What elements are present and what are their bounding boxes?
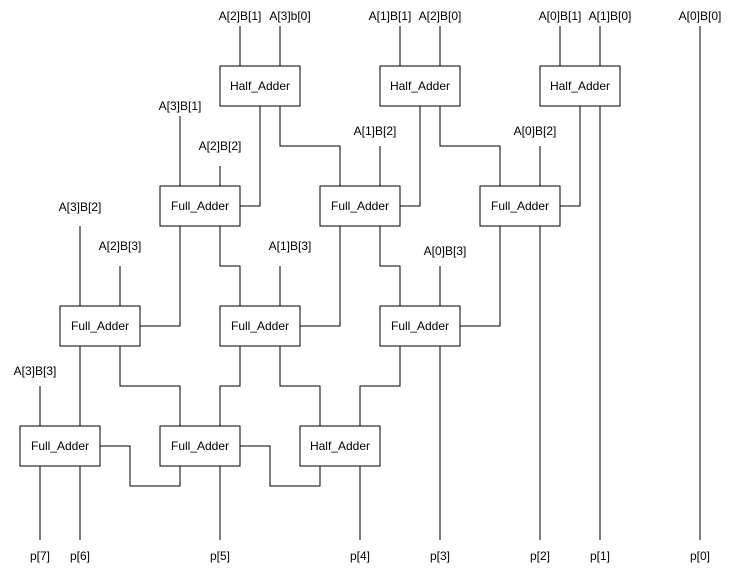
half-adder-4: Half_Adder xyxy=(299,425,381,467)
full-adder-8-label: Full_Adder xyxy=(171,439,229,453)
output-labels: p[7] p[6] p[5] p[4] p[3] p[2] p[1] p[0] xyxy=(30,549,710,563)
half-adder-2-label: Half_Adder xyxy=(390,79,450,93)
wire-ha3-sum xyxy=(560,106,581,207)
wire-ha2-carry xyxy=(439,106,501,186)
half-adder-1: Half_Adder xyxy=(219,65,301,107)
half-adder-1-label: Half_Adder xyxy=(230,79,290,93)
input-label-a2b0: A[2]B[0] xyxy=(419,9,462,23)
adder-cells: Half_Adder Half_Adder Half_Adder Full_Ad… xyxy=(19,65,621,467)
input-labels: A[2]B[1] A[3]b[0] A[1]B[1] A[2]B[0] A[0]… xyxy=(14,9,722,378)
input-label-a0b1: A[0]B[1] xyxy=(539,9,582,23)
input-label-a1b2: A[1]B[2] xyxy=(354,124,397,138)
full-adder-5-label: Full_Adder xyxy=(231,319,289,333)
wire-fa2-carry xyxy=(379,226,401,306)
full-adder-7: Full_Adder xyxy=(19,425,101,467)
output-label-p6: p[6] xyxy=(70,549,90,563)
input-label-a3b0: A[3]b[0] xyxy=(269,9,310,23)
input-label-a3b3: A[3]B[3] xyxy=(14,364,57,378)
half-adder-3: Half_Adder xyxy=(539,65,621,107)
full-adder-2: Full_Adder xyxy=(319,185,401,227)
wires xyxy=(39,26,701,540)
wire-ha1-sum xyxy=(240,106,261,207)
wire-fa3-sum xyxy=(460,226,501,327)
wire-ha1-carry xyxy=(279,106,341,186)
full-adder-8: Full_Adder xyxy=(159,425,241,467)
full-adder-5: Full_Adder xyxy=(219,305,301,347)
input-label-a0b3: A[0]B[3] xyxy=(424,244,467,258)
input-label-a2b3: A[2]B[3] xyxy=(99,239,142,253)
half-adder-3-label: Half_Adder xyxy=(550,79,610,93)
output-label-p4: p[4] xyxy=(350,549,370,563)
output-label-p7: p[7] xyxy=(30,549,50,563)
wire-fa8-to-fa7 xyxy=(100,445,181,487)
input-label-a1b1: A[1]B[1] xyxy=(369,9,412,23)
full-adder-7-label: Full_Adder xyxy=(31,439,89,453)
input-label-a3b1: A[3]B[1] xyxy=(159,99,202,113)
output-label-p3: p[3] xyxy=(430,549,450,563)
full-adder-2-label: Full_Adder xyxy=(331,199,389,213)
half-adder-2: Half_Adder xyxy=(379,65,461,107)
full-adder-6-label: Full_Adder xyxy=(391,319,449,333)
input-label-a1b0: A[1]B[0] xyxy=(589,9,632,23)
output-label-p2: p[2] xyxy=(530,549,550,563)
wire-fa1-carry xyxy=(219,226,241,306)
output-label-p1: p[1] xyxy=(590,549,610,563)
full-adder-1-label: Full_Adder xyxy=(171,199,229,213)
full-adder-4: Full_Adder xyxy=(59,305,141,347)
wire-fa5-sum xyxy=(219,346,241,426)
input-label-a2b1: A[2]B[1] xyxy=(219,9,262,23)
input-label-a3b2: A[3]B[2] xyxy=(59,200,102,214)
full-adder-1: Full_Adder xyxy=(159,185,241,227)
output-label-p5: p[5] xyxy=(210,549,230,563)
full-adder-3-label: Full_Adder xyxy=(491,199,549,213)
full-adder-3: Full_Adder xyxy=(479,185,561,227)
wire-fa1-sum xyxy=(140,226,181,327)
output-label-p0: p[0] xyxy=(690,549,710,563)
wire-fa4-carry xyxy=(119,346,181,426)
wire-ha4-to-fa8 xyxy=(240,445,321,487)
wire-fa5-carry xyxy=(279,346,321,426)
input-label-a1b3: A[1]B[3] xyxy=(269,239,312,253)
input-label-a2b2: A[2]B[2] xyxy=(199,139,242,153)
input-label-a0b2: A[0]B[2] xyxy=(514,124,557,138)
wire-fa2-sum xyxy=(300,226,341,327)
half-adder-4-label: Half_Adder xyxy=(310,439,370,453)
input-label-a0b0: A[0]B[0] xyxy=(679,9,722,23)
full-adder-6: Full_Adder xyxy=(379,305,461,347)
full-adder-4-label: Full_Adder xyxy=(71,319,129,333)
wire-fa6-sum xyxy=(359,346,401,426)
wire-ha2-sum xyxy=(400,106,421,207)
